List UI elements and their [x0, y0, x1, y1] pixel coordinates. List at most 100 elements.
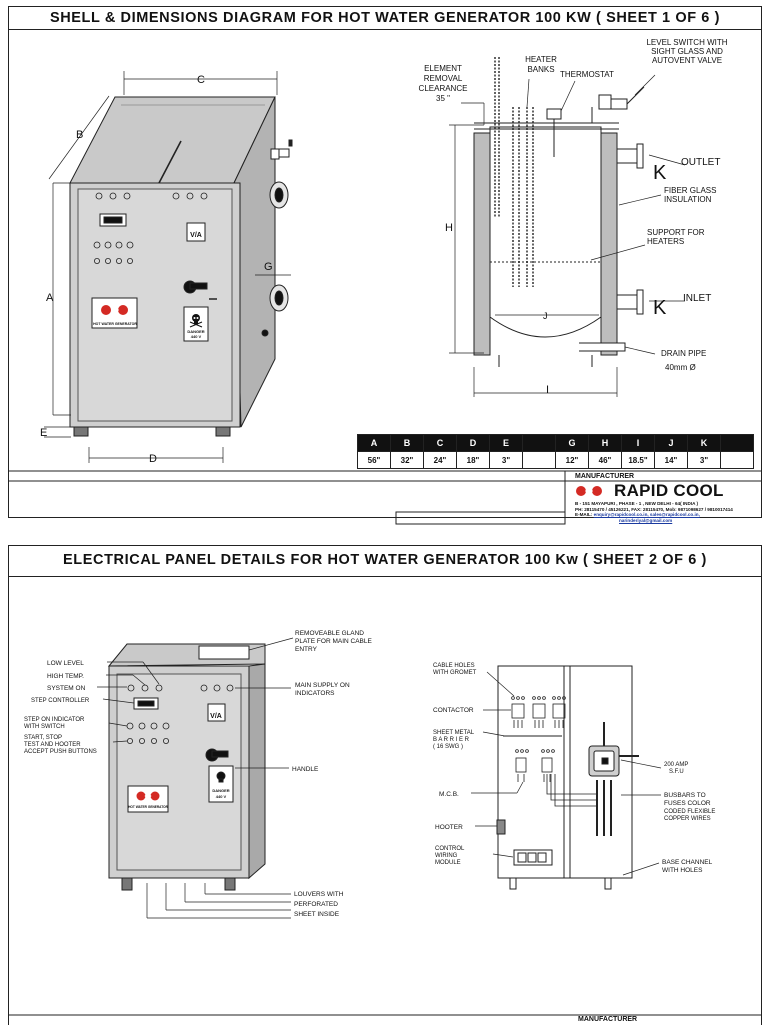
email-line: E-MAIL: enquiry@rapidcool.co.in, sales@r… [575, 512, 733, 518]
svg-text:WITH GROMET: WITH GROMET [433, 670, 477, 676]
inlet-label: INLET [683, 293, 711, 304]
drain-pipe-label: DRAIN PIPE 40mm Ø [661, 349, 706, 372]
dim-header-cell: H [588, 434, 622, 452]
step-on-label: STEP ON INDICATOR WITH SWITCH [24, 717, 85, 730]
fiber-glass-label: FIBER GLASS INSULATION [664, 186, 716, 204]
svg-text:REMOVEABLE GLAND: REMOVEABLE GLAND [295, 630, 364, 637]
plate-text: HOT WATER GENERATOR [93, 322, 137, 326]
dimension-lines [44, 71, 291, 463]
isometric-cabinet [69, 96, 276, 437]
dim-header-cell: B [390, 434, 424, 452]
mcb-label: M.C.B. [439, 791, 459, 798]
svg-text:PERFORATED: PERFORATED [294, 901, 338, 908]
contactors [511, 696, 597, 807]
dim-value-cell: 32" [390, 451, 424, 469]
svg-text:200 AMP: 200 AMP [664, 762, 688, 768]
sheet-1-drawing: V/A HOT WATER GENERATOR DANGER 440 V [9, 38, 761, 525]
dim-value-cell: 12" [555, 451, 589, 469]
system-on-label: SYSTEM ON [47, 685, 86, 692]
contactor-label: CONTACTOR [433, 707, 474, 714]
handle-label: HANDLE [292, 766, 319, 773]
svg-text:WIRING: WIRING [435, 853, 458, 859]
email-link-2[interactable]: narinderiyal@gmail.com [619, 517, 673, 523]
high-temp-label: HIGH TEMP. [47, 673, 84, 680]
logo-icon [101, 305, 128, 315]
dim-a: A [46, 292, 54, 304]
danger-text: DANGER [187, 329, 204, 334]
dim-value-cell: 3" [489, 451, 523, 469]
cable-holes-label: CABLE HOLES WITH GROMET [433, 663, 477, 676]
thermostat-label: THERMOSTAT [560, 70, 614, 79]
dim-value-cell: 14" [654, 451, 688, 469]
louvers-label: LOUVERS WITH PERFORATED SHEET INSIDE [294, 891, 344, 918]
sheet-1: SHELL & DIMENSIONS DIAGRAM FOR HOT WATER… [8, 6, 762, 525]
address-line-2: PH: 28115470 / 45126221, FAX: 28115470, … [575, 506, 733, 512]
front-controls [126, 684, 234, 813]
dim-header-cell: A [357, 434, 391, 452]
svg-text:CODED FLEXIBLE: CODED FLEXIBLE [664, 809, 715, 815]
svg-text:FIBER GLASS: FIBER GLASS [664, 186, 716, 195]
svg-text:COPPER WIRES: COPPER WIRES [664, 816, 711, 822]
svg-text:MAIN SUPPLY ON: MAIN SUPPLY ON [295, 682, 350, 689]
manufacturer-label: MANUFACTURER [575, 473, 635, 480]
element-removal-label: ELEMENT REMOVAL CLEARANCE 35 " [419, 64, 468, 103]
dim-g: G [264, 261, 273, 273]
dim-header-cell: D [456, 434, 490, 452]
svg-text:INDICATORS: INDICATORS [295, 690, 335, 697]
email-label: E-MAIL: [575, 512, 593, 518]
k-inlet-label: K [653, 297, 667, 319]
level-switch-icon [591, 86, 645, 123]
svg-text:CONTROL: CONTROL [435, 846, 465, 852]
hooter-label: HOOTER [435, 824, 463, 831]
svg-text:( 16 SWG ): ( 16 SWG ) [433, 744, 463, 750]
svg-text:DRAIN PIPE: DRAIN PIPE [661, 349, 706, 358]
voltage-text-2: 440 V [216, 794, 227, 799]
dim-header-cell: G [555, 434, 589, 452]
outlet-label: OUTLET [681, 157, 720, 168]
svg-text:B A R R I E R: B A R R I E R [433, 737, 470, 743]
dim-value-cell: 56" [357, 451, 391, 469]
svg-text:SHEET METAL: SHEET METAL [433, 730, 475, 736]
dim-header-cell [522, 434, 556, 452]
k-outlet-label: K [653, 162, 667, 184]
dim-value-cell [522, 451, 556, 469]
address-block: B - 151 MAYAPURI , PHASE - 1 , NEW DELHI… [575, 501, 733, 523]
svg-text:BUSBARS TO: BUSBARS TO [664, 792, 706, 799]
svg-text:35 ": 35 " [436, 94, 450, 103]
control-wiring-label: CONTROL WIRING MODULE [435, 846, 465, 866]
logo-icon-2 [136, 791, 160, 801]
svg-text:HEATERS: HEATERS [647, 237, 684, 246]
step-controller-label: STEP CONTROLLER [31, 698, 90, 704]
sheet-2: ELECTRICAL PANEL DETAILS FOR HOT WATER G… [8, 545, 762, 1025]
base-channel-label: BASE CHANNEL WITH HOLES [662, 859, 713, 874]
svg-text:S.F.U: S.F.U [669, 769, 684, 775]
meter-label-2: V/A [210, 713, 222, 720]
dim-header-cell: C [423, 434, 457, 452]
email-link-1[interactable]: enquiry@rapidcool.co.in, sales@rapidcool… [593, 512, 700, 518]
start-stop-label: START, STOP TEST AND HOOTER ACCEPT PUSH … [24, 735, 97, 755]
svg-text:ACCEPT PUSH BUTTONS: ACCEPT PUSH BUTTONS [24, 749, 97, 755]
svg-text:TEST AND HOOTER: TEST AND HOOTER [24, 742, 81, 748]
svg-text:ELEMENT: ELEMENT [424, 64, 462, 73]
side-flanges [261, 139, 293, 337]
dim-header-cell: I [621, 434, 655, 452]
meter-label: V/A [190, 232, 202, 239]
svg-text:CLEARANCE: CLEARANCE [419, 84, 468, 93]
gland-plate-label: REMOVEABLE GLAND PLATE FOR MAIN CABLE EN… [295, 630, 372, 653]
dim-i: I [546, 384, 549, 396]
dim-header-cell [720, 434, 754, 452]
danger-skull-icon [189, 314, 203, 328]
svg-text:MODULE: MODULE [435, 860, 461, 866]
thermostat-icon [546, 108, 562, 157]
svg-text:WITH SWITCH: WITH SWITCH [24, 724, 65, 730]
svg-text:SHEET INSIDE: SHEET INSIDE [294, 911, 340, 918]
svg-text:PLATE FOR MAIN CABLE: PLATE FOR MAIN CABLE [295, 638, 372, 645]
dim-d: D [149, 453, 157, 465]
front-cabinet [107, 643, 266, 891]
svg-text:SIGHT GLASS AND: SIGHT GLASS AND [651, 47, 723, 56]
dim-value-cell: 18" [456, 451, 490, 469]
dim-header-cell: J [654, 434, 688, 452]
svg-text:BASE CHANNEL: BASE CHANNEL [662, 859, 713, 866]
dim-e: E [40, 427, 47, 439]
